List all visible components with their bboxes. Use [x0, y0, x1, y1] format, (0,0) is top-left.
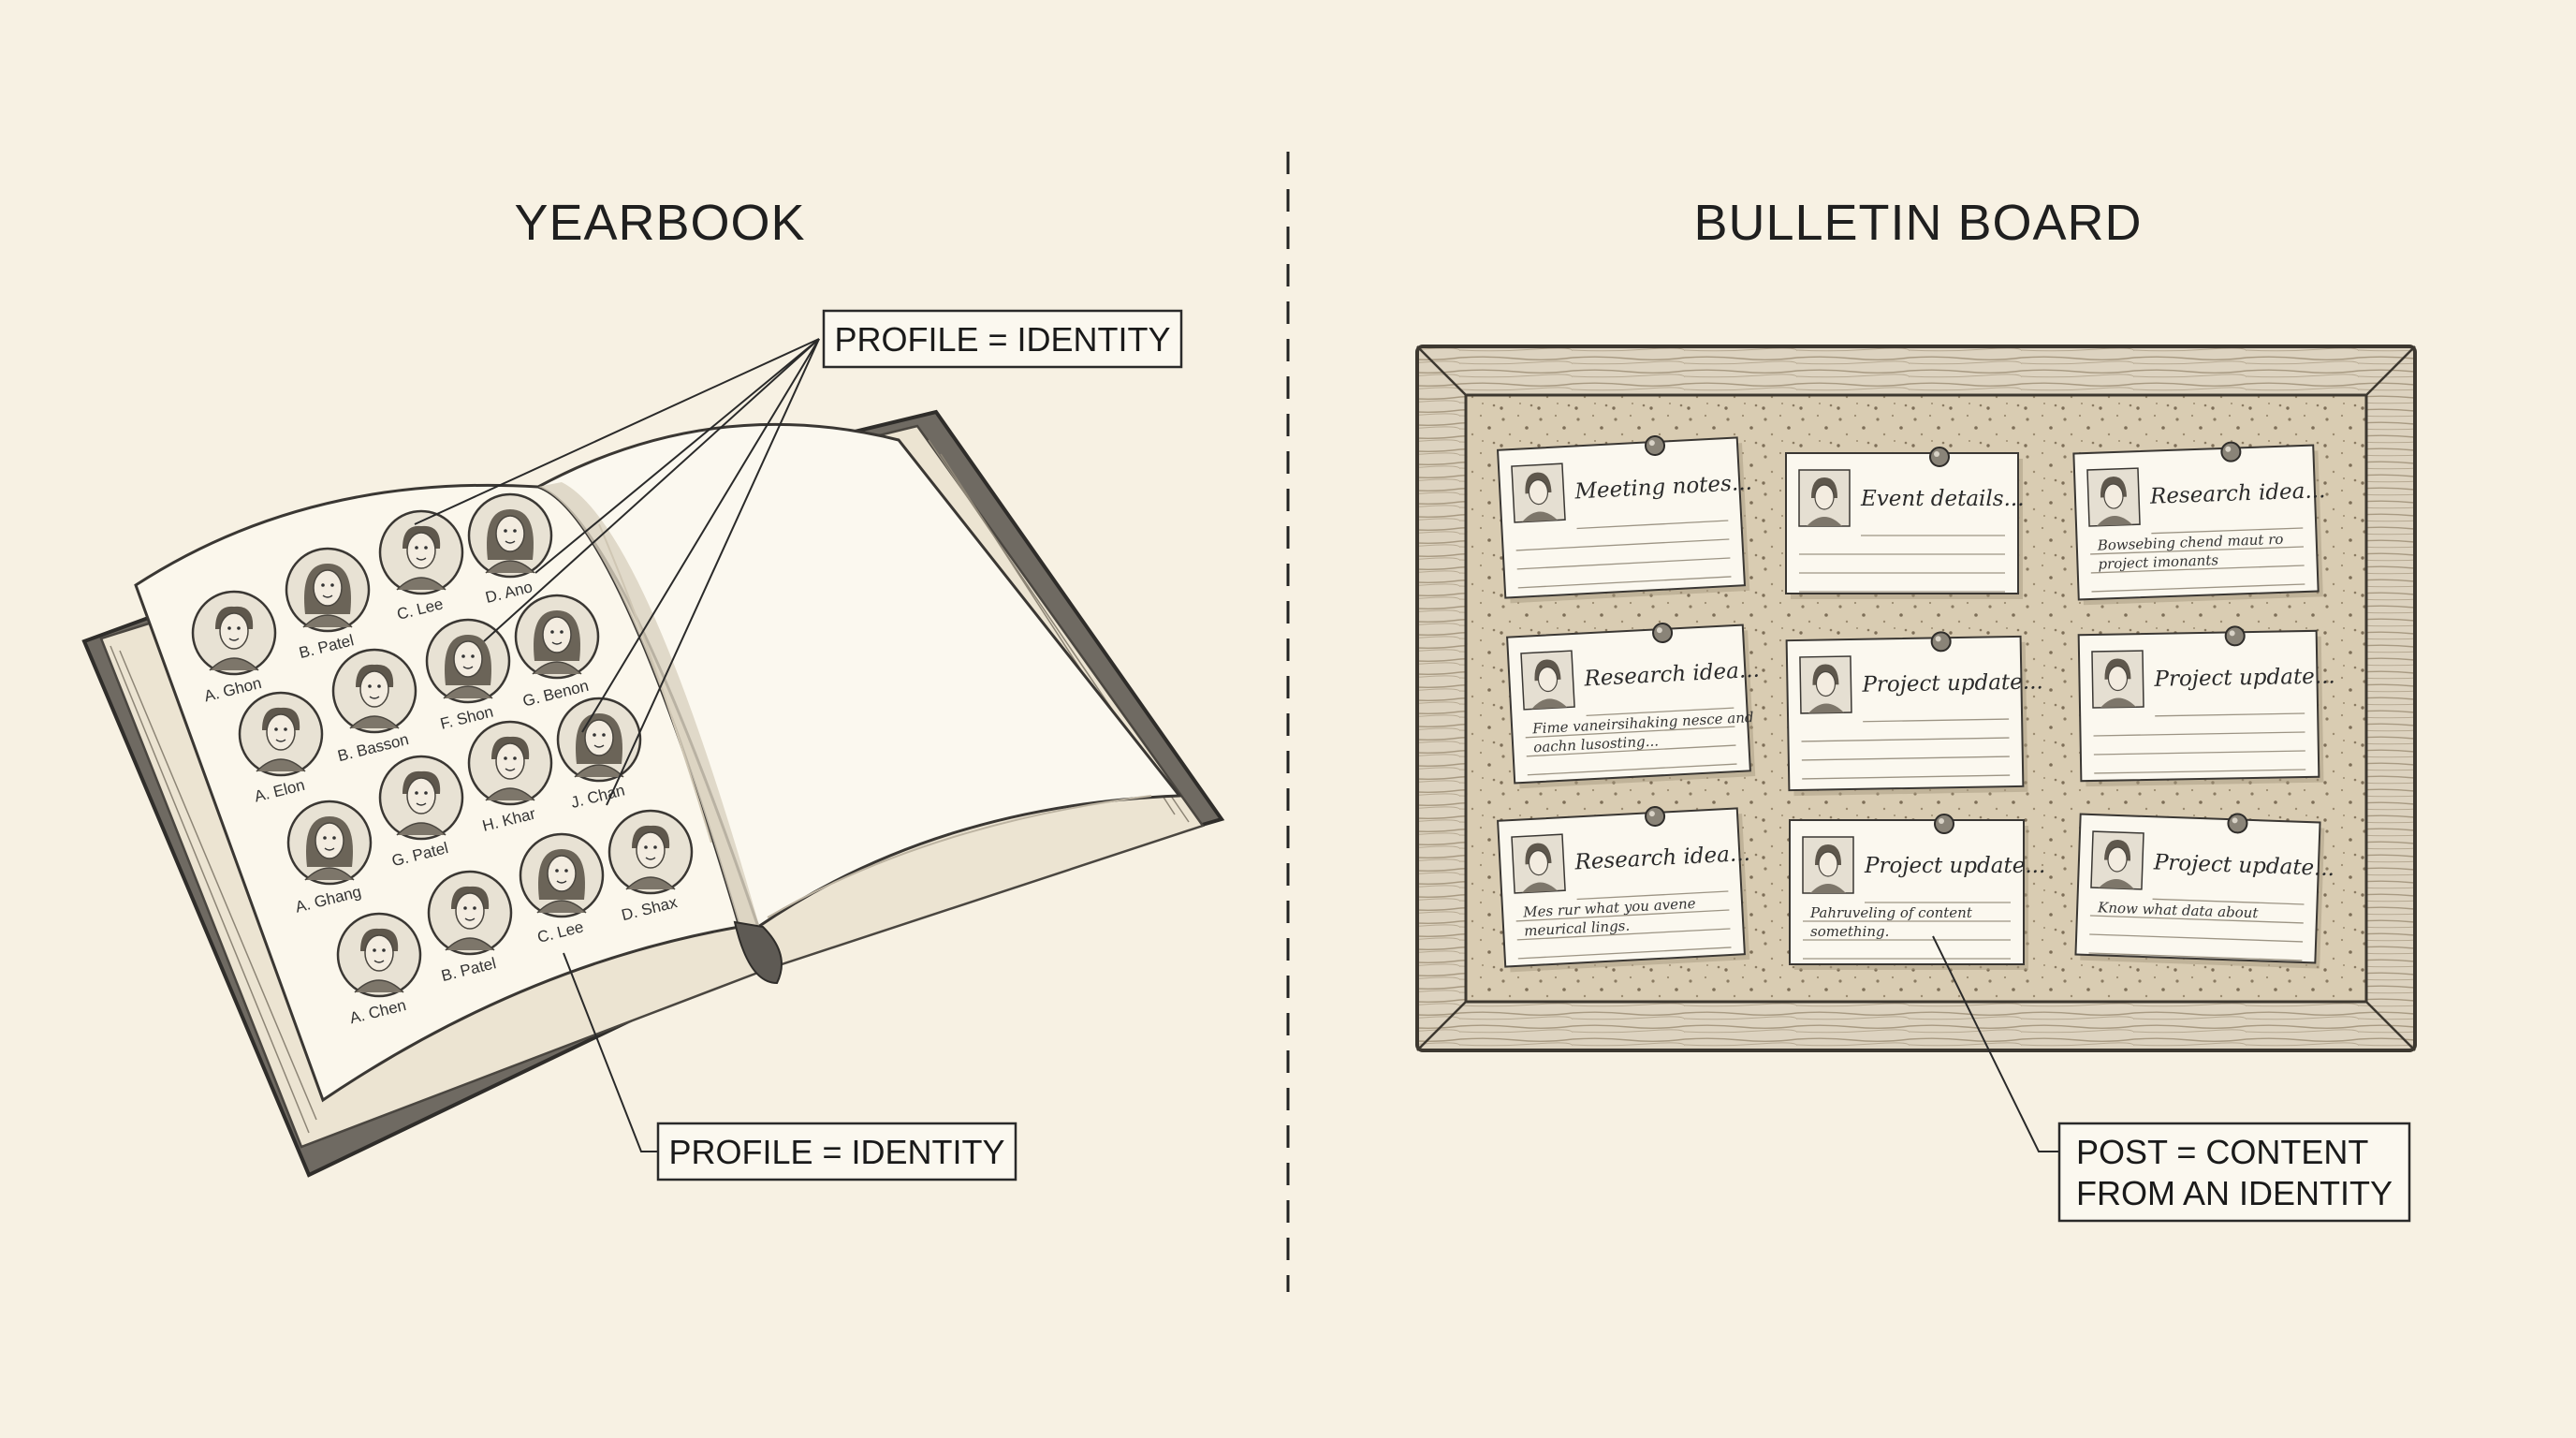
note-card: Research idea...Bowsebing chend maut rop…: [2072, 441, 2326, 606]
bulletin-callout-line-2: FROM AN IDENTITY: [2076, 1174, 2393, 1212]
note-card: Project update...Know what data about: [2074, 813, 2335, 969]
notes-grid: Meeting notes... Event details... Research…: [1496, 435, 2335, 973]
shoulders-shape: [396, 822, 446, 836]
portrait: G. Benon: [514, 594, 600, 711]
note-card: Research idea...Fime vaneirsihaking nesc…: [1506, 623, 1760, 789]
shoulders-shape: [354, 979, 404, 993]
pushpin: [2220, 441, 2242, 462]
shoulders-shape: [304, 867, 355, 881]
note-title: Project update...: [1861, 669, 2043, 697]
face-shape: [315, 822, 344, 859]
note-card: Event details...: [1785, 447, 2025, 599]
portrait: G. Patel: [378, 755, 464, 870]
face-shape: [542, 616, 572, 653]
shoulders-shape: [302, 614, 353, 628]
yearbook-bottom-callout-label: PROFILE = IDENTITY: [668, 1133, 1004, 1171]
portrait: D. Shax: [607, 809, 694, 924]
portrait: C. Lee: [519, 832, 605, 946]
shoulders-shape: [445, 937, 495, 951]
portrait: A. Elon: [238, 691, 324, 806]
portrait: B. Patel: [285, 547, 371, 662]
shoulders-shape: [209, 657, 259, 671]
note-card: Project update...: [1785, 631, 2043, 797]
face-shape: [219, 612, 249, 650]
portrait: D. Ano: [467, 492, 553, 607]
pushpin: [1652, 623, 1674, 644]
portrait: B. Basson: [331, 648, 417, 765]
pushpin: [1645, 435, 1666, 457]
note-card: Meeting notes...: [1496, 435, 1752, 604]
pushpin: [1929, 447, 1950, 467]
face-shape: [266, 713, 296, 751]
face-shape: [364, 934, 394, 972]
pushpin: [2227, 813, 2248, 834]
face-shape: [584, 719, 614, 756]
note-card: Project update...: [2077, 625, 2335, 787]
face-shape: [547, 855, 577, 892]
face-shape: [359, 670, 389, 708]
pushpin: [1930, 631, 1952, 653]
face-shape: [455, 892, 485, 930]
note-body-line: meurical lings.: [1524, 917, 1631, 940]
pushpin: [1645, 806, 1666, 828]
shoulders-shape: [574, 764, 624, 778]
note-card: Project update... Pahruveling of content s…: [1789, 814, 2045, 970]
bulletin-board: Meeting notes... Event details... Research…: [1415, 345, 2417, 1052]
pushpin: [1934, 814, 1954, 834]
yearbook-bottom-callout-box: [656, 1122, 1017, 1181]
shoulders-shape: [256, 758, 306, 772]
shoulders-shape: [485, 560, 535, 574]
bulletin-callout-line: [1932, 935, 2059, 1152]
yearbook-top-callout-lines: [414, 338, 820, 806]
face-shape: [313, 569, 343, 607]
portrait: A. Chen: [336, 912, 422, 1027]
note-card: Research idea...Mes rur what you aveneme…: [1497, 806, 1750, 973]
note-title: Event details...: [1860, 487, 2025, 511]
face-shape: [406, 532, 436, 569]
pushpin: [2224, 625, 2246, 647]
shoulders-shape: [625, 876, 676, 890]
note-title: Project update...: [1864, 854, 2045, 878]
note-body-line: project imonants: [2098, 551, 2218, 572]
portrait: A. Ghang: [286, 800, 373, 917]
bulletin-board-title: BULLETIN BOARD: [1693, 195, 2142, 251]
note-title: Project update...: [2153, 664, 2335, 691]
shoulders-shape: [536, 900, 587, 914]
face-shape: [453, 640, 483, 678]
bulletin-callout-box: [2057, 1122, 2411, 1223]
portrait: C. Lee: [378, 509, 464, 624]
yearbook-title: YEARBOOK: [514, 195, 805, 251]
shoulders-shape: [485, 787, 535, 801]
face-shape: [495, 742, 525, 780]
yearbook-bottom-callout-line: [563, 952, 658, 1152]
portrait: B. Patel: [427, 870, 513, 985]
face-shape: [406, 777, 436, 814]
shoulders-shape: [349, 715, 400, 729]
face-shape: [495, 515, 525, 552]
note-body-line: something.: [1810, 923, 1889, 940]
yearbook-top-callout-box: [822, 309, 1183, 369]
face-shape: [636, 831, 666, 869]
note-body-line: Pahruveling of content: [1809, 904, 1973, 921]
yearbook-top-callout-label: PROFILE = IDENTITY: [834, 320, 1170, 359]
bulletin-callout-line-1: POST = CONTENT: [2076, 1133, 2368, 1171]
shoulders-shape: [396, 577, 446, 591]
shoulders-shape: [443, 685, 493, 699]
shoulders-shape: [532, 661, 582, 675]
